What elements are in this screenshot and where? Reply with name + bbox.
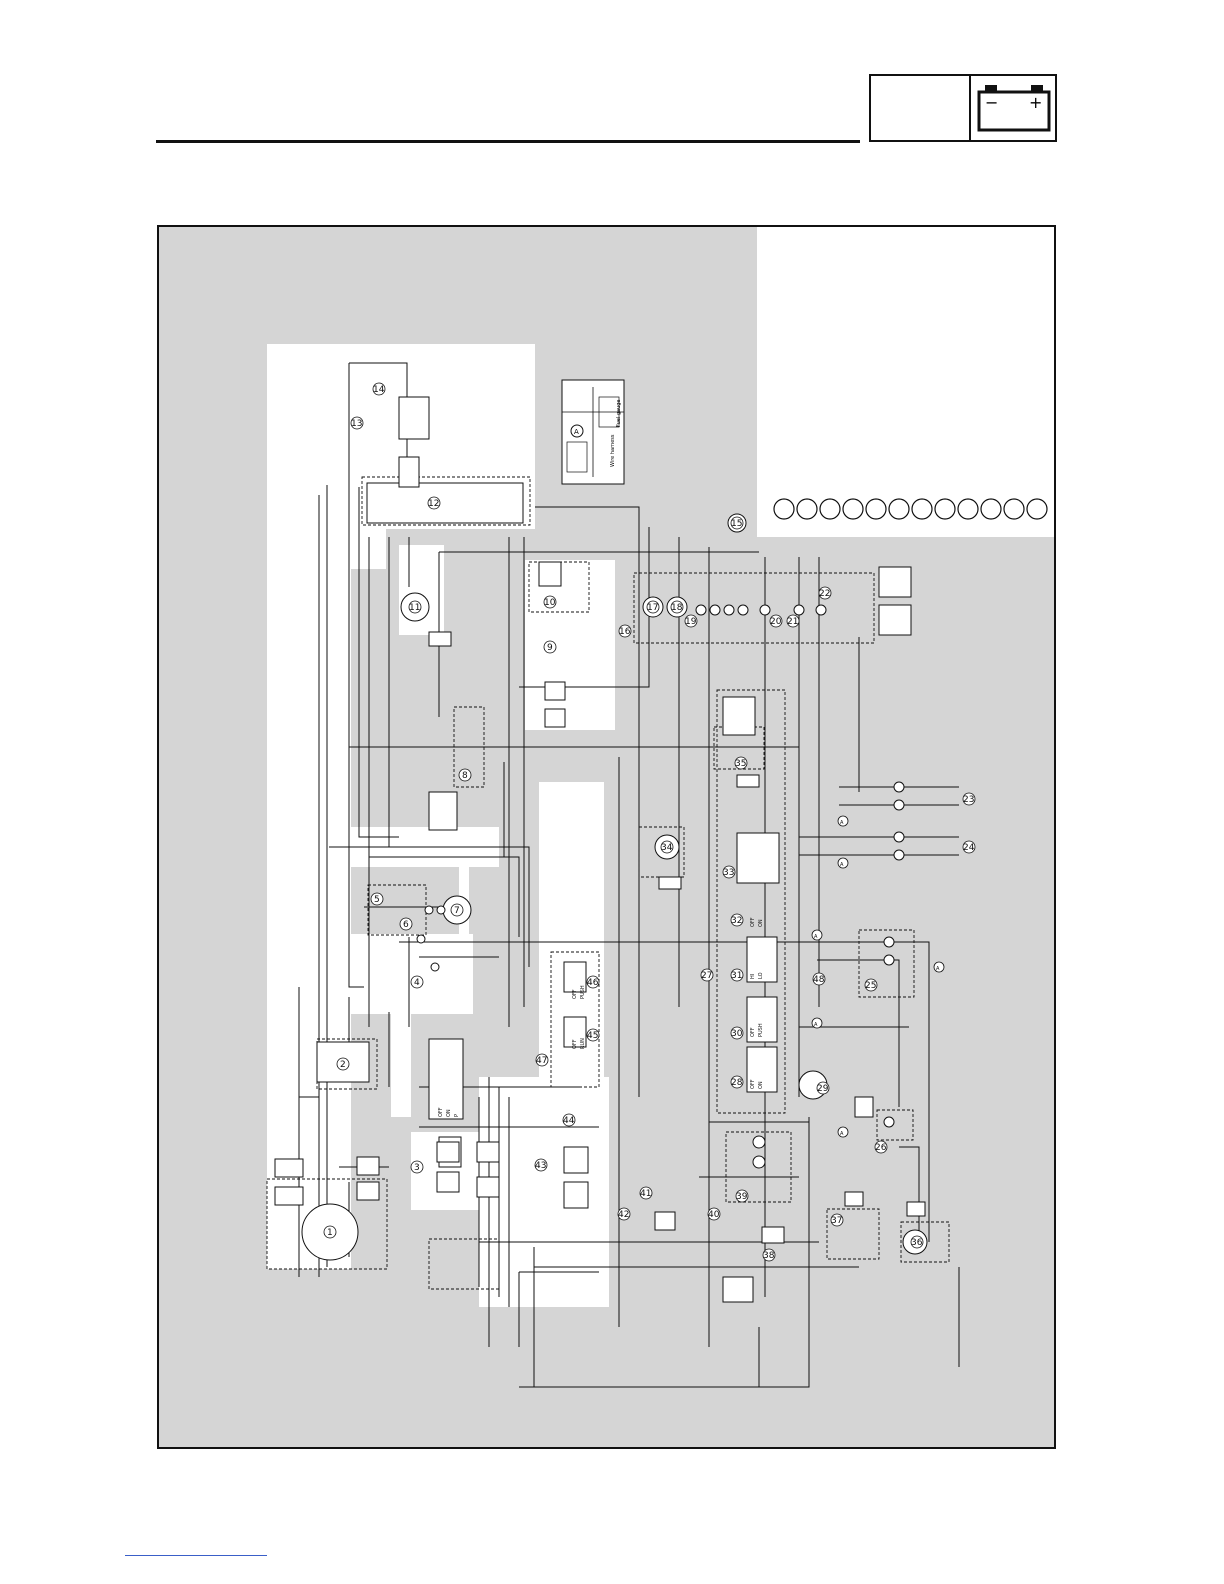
fuel-gauge-label: Fuel gauge xyxy=(616,400,622,427)
switch-28-off: OFF xyxy=(750,1079,756,1089)
callout-47: 47 xyxy=(536,1056,547,1066)
callout-1: 1 xyxy=(327,1228,333,1238)
wiring-diagram: A Wire harness Fuel gauge xyxy=(157,225,1056,1449)
callout-2: 2 xyxy=(340,1060,346,1070)
callout-23: 23 xyxy=(963,795,974,805)
callout-31: 31 xyxy=(731,971,742,981)
callout-7: 7 xyxy=(454,906,460,916)
marker-a-5: A xyxy=(936,966,940,972)
wiring-diagram-canvas: A Wire harness Fuel gauge xyxy=(159,227,1054,1447)
marker-a-2: A xyxy=(840,862,844,868)
callout-28: 28 xyxy=(731,1078,743,1088)
callout-21: 21 xyxy=(787,617,798,627)
callout-35: 35 xyxy=(735,759,746,769)
callout-4: 4 xyxy=(414,978,420,988)
callout-26: 26 xyxy=(875,1143,887,1153)
switch-28-on: ON xyxy=(758,1081,764,1089)
section-icon-divider xyxy=(969,76,971,140)
callout-9: 9 xyxy=(547,643,553,653)
callout-39: 39 xyxy=(736,1192,748,1202)
callout-33: 33 xyxy=(723,868,734,878)
wire-harness-label: Wire harness xyxy=(610,434,616,467)
connector-a-callout: A xyxy=(574,428,579,436)
switch-32-off: OFF xyxy=(750,917,756,927)
callout-14: 14 xyxy=(373,385,385,395)
callout-5: 5 xyxy=(374,895,380,905)
callout-20: 20 xyxy=(770,617,782,627)
switch-46-push: PUSH xyxy=(580,985,586,999)
callout-32: 32 xyxy=(731,916,742,926)
callout-11: 11 xyxy=(409,603,420,613)
switch-30-push: PUSH xyxy=(758,1023,764,1037)
callout-41: 41 xyxy=(640,1189,651,1199)
callout-6: 6 xyxy=(403,920,409,930)
callout-46: 46 xyxy=(587,978,599,988)
switch-31-hi: HI xyxy=(750,974,756,979)
switch-3-p: P xyxy=(454,1114,460,1117)
callout-15: 15 xyxy=(731,519,742,529)
callout-3: 3 xyxy=(414,1163,420,1173)
callout-34: 34 xyxy=(661,843,673,853)
callout-36: 36 xyxy=(911,1238,923,1248)
header-rule xyxy=(156,140,860,143)
switch-30-off: OFF xyxy=(750,1027,756,1037)
switch-45-off: OFF xyxy=(572,1039,578,1049)
battery-icon: − + xyxy=(975,82,1053,134)
marker-a-6: A xyxy=(840,1131,844,1137)
battery-minus-label: − xyxy=(985,93,998,112)
callout-27: 27 xyxy=(701,971,712,981)
switch-32-on: ON xyxy=(758,919,764,927)
callout-43: 43 xyxy=(535,1161,546,1171)
connector-a-box: A Wire harness Fuel gauge xyxy=(562,380,624,484)
battery-plus-label: + xyxy=(1029,93,1042,112)
callout-13: 13 xyxy=(351,419,362,429)
callout-30: 30 xyxy=(731,1029,743,1039)
callout-42: 42 xyxy=(618,1210,629,1220)
switch-45-run: RUN xyxy=(580,1038,586,1049)
callout-40: 40 xyxy=(708,1210,720,1220)
callout-10: 10 xyxy=(544,598,556,608)
marker-a-4: A xyxy=(814,1022,818,1028)
callout-22: 22 xyxy=(819,589,830,599)
callout-25: 25 xyxy=(865,981,876,991)
callout-24: 24 xyxy=(963,843,975,853)
marker-a-3: A xyxy=(814,934,818,940)
callout-18: 18 xyxy=(671,603,683,613)
callout-48: 48 xyxy=(813,975,825,985)
footer-underline xyxy=(125,1555,267,1556)
callout-38: 38 xyxy=(763,1251,775,1261)
callout-16: 16 xyxy=(619,627,631,637)
switch-3-on: ON xyxy=(446,1109,452,1117)
callout-37: 37 xyxy=(831,1216,842,1226)
callout-19: 19 xyxy=(685,617,697,627)
turn-connector-markers: A A A A A A xyxy=(812,816,944,1137)
switch-46-off: OFF xyxy=(572,989,578,999)
switch-31-lo: LO xyxy=(758,972,764,979)
callout-17: 17 xyxy=(647,603,658,613)
callout-8: 8 xyxy=(462,771,468,781)
callout-44: 44 xyxy=(563,1116,575,1126)
switch-3-off: OFF xyxy=(438,1107,444,1117)
callout-45: 45 xyxy=(587,1031,598,1041)
callout-12: 12 xyxy=(428,499,439,509)
callout-29: 29 xyxy=(817,1084,829,1094)
marker-a-1: A xyxy=(840,820,844,826)
